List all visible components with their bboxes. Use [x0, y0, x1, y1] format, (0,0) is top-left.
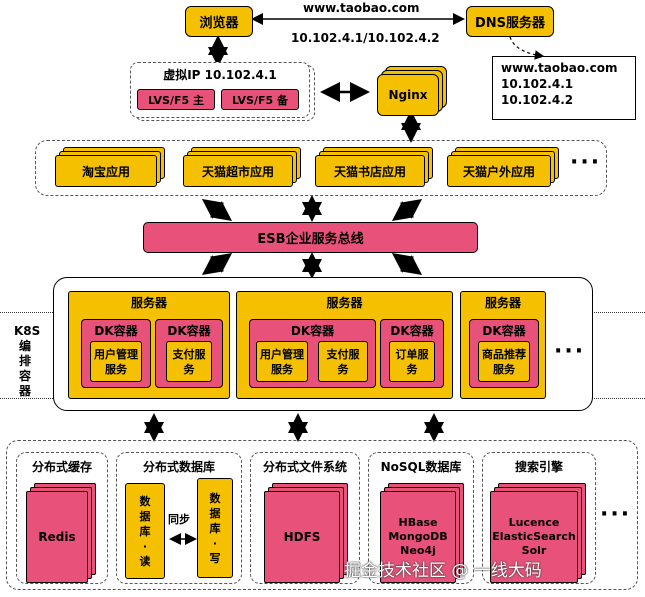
arrow-apps-esb-left: [201, 199, 233, 221]
dns-record-box: www.taobao.com 10.102.4.1 10.102.4.2: [492, 56, 636, 120]
cache-box: [16, 452, 108, 584]
cache-title: 分布式缓存: [31, 460, 92, 474]
service-order: 订单服务: [389, 341, 435, 382]
db-sync-label: 同步: [168, 513, 190, 526]
server-2-container-2: DK容器 订单服务: [380, 319, 444, 388]
app-node-2: 天猫超市应用: [183, 155, 293, 187]
app-node-4: 天猫户外应用: [447, 155, 551, 187]
container-title: DK容器: [290, 324, 335, 338]
db-box: [116, 452, 242, 584]
server-2-title: 服务器: [326, 296, 363, 310]
search-line-3: Solr: [521, 544, 547, 557]
container-title: DK容器: [390, 324, 434, 338]
apps-more-ellipsis: ···: [570, 150, 602, 175]
container-title: DK容器: [94, 324, 138, 338]
app-node-3: 天猫书店应用: [315, 155, 425, 187]
db-read-node: 数据库·读: [125, 483, 165, 579]
nosql-box: [368, 452, 474, 584]
dns-server-node: DNS服务器: [466, 6, 554, 37]
nosql-line-1: HBase: [398, 516, 438, 529]
service-payment: 支付服务: [318, 341, 368, 382]
server-2: 服务器 DK容器 用户管理服务 支付服务 DK容器 订单服务: [236, 291, 453, 399]
arrow-apps-esb-right: [391, 199, 423, 221]
container-title: DK容器: [482, 324, 526, 338]
server-1-container-1: DK容器 用户管理服务: [81, 319, 151, 388]
arrow-dns-record: [509, 36, 545, 60]
nosql-line-3: Neo4j: [400, 544, 436, 557]
app-node-1: 淘宝应用: [55, 155, 157, 187]
server-1-container-2: DK容器 支付服务: [155, 319, 223, 388]
nosql-node: HBase MongoDB Neo4j: [380, 491, 456, 583]
lvs-main-node: LVS/F5 主: [137, 89, 215, 110]
search-node: Lucence ElasticSearch Solr: [490, 491, 578, 583]
search-line-2: ElasticSearch: [492, 530, 576, 543]
service-user-mgmt: 用户管理服务: [90, 341, 142, 382]
k8s-label: K8S 编排 容器: [14, 324, 41, 398]
server-3: 服务器 DK容器 商品推荐服务: [460, 291, 546, 399]
fs-title: 分布式文件系统: [262, 460, 347, 474]
storage-more-ellipsis: ···: [600, 502, 632, 527]
vip-label: 虚拟IP 10.102.4.1: [163, 68, 277, 82]
search-line-1: Lucence: [508, 516, 560, 529]
watermark-text: 掘金技术社区 @ 一线大码: [344, 561, 542, 581]
db-title: 分布式数据库: [142, 460, 215, 474]
search-title: 搜索引擎: [514, 460, 563, 474]
search-box: [482, 452, 596, 584]
dns-record-ip1: 10.102.4.1: [501, 77, 574, 91]
hdfs-node: HDFS: [264, 491, 340, 583]
arrow-esb-k8s-left: [201, 253, 233, 275]
server-3-title: 服务器: [484, 296, 521, 310]
domain-label: www.taobao.com: [303, 1, 420, 15]
db-write-node: 数据库·写: [197, 478, 233, 578]
nosql-line-2: MongoDB: [388, 530, 448, 543]
service-recommend: 商品推荐服务: [478, 341, 530, 382]
esb-bus-node: ESB企业服务总线: [143, 222, 478, 253]
nosql-title: NoSQL数据库: [380, 460, 462, 474]
dns-record-ip2: 10.102.4.2: [501, 93, 574, 107]
fs-box: [250, 452, 360, 584]
nginx-node: Nginx: [377, 74, 439, 116]
lvs-backup-node: LVS/F5 备: [221, 89, 299, 110]
apps-group: [35, 140, 607, 196]
vip-group: 虚拟IP 10.102.4.1 LVS/F5 主 LVS/F5 备: [130, 62, 310, 118]
arrow-esb-k8s-right: [391, 253, 423, 275]
redis-node: Redis: [26, 491, 88, 583]
service-payment: 支付服务: [166, 341, 212, 382]
server-2-container-1: DK容器 用户管理服务 支付服务: [249, 319, 376, 388]
k8s-more-ellipsis: ···: [554, 339, 586, 364]
ip-pair-label: 10.102.4.1/10.102.4.2: [291, 31, 440, 45]
server-3-container-1: DK容器 商品推荐服务: [469, 319, 539, 388]
server-1: 服务器 DK容器 用户管理服务 DK容器 支付服务: [68, 291, 230, 399]
storage-group: [6, 440, 638, 590]
browser-node: 浏览器: [185, 6, 253, 37]
container-title: DK容器: [167, 324, 211, 338]
service-user-mgmt: 用户管理服务: [256, 341, 308, 382]
dns-record-domain: www.taobao.com: [501, 61, 618, 75]
server-1-title: 服务器: [130, 296, 167, 310]
